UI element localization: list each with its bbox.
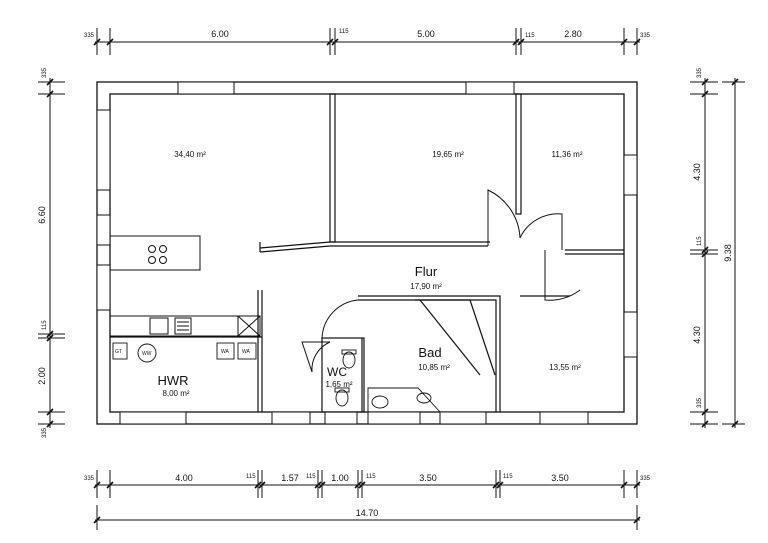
dim-bottom-0: 335 xyxy=(84,476,95,482)
dim-right-4: 335 xyxy=(697,397,703,408)
dim-bottom-5: 1.00 xyxy=(331,473,349,483)
dimension-text-bottom: 335 4.00 115 1.57 115 1.00 115 3.50 115 … xyxy=(84,473,651,518)
dimension-text-left: 335 6.60 115 2.00 335 xyxy=(37,67,48,438)
dim-bottom-3: 1.57 xyxy=(281,473,299,483)
fixture-label-gt: GT xyxy=(115,349,122,355)
kitchen xyxy=(109,235,261,337)
dimension-line-top xyxy=(93,28,641,55)
room-area-bad: 10,85 m² xyxy=(418,363,450,372)
interior-walls xyxy=(110,93,624,413)
dim-bottom-1: 4.00 xyxy=(175,473,193,483)
room-name-hwr: HWR xyxy=(157,373,188,388)
room-name-flur: Flur xyxy=(415,264,438,279)
dim-left-2: 115 xyxy=(42,320,48,330)
dim-bottom-10: 335 xyxy=(640,476,651,482)
hwr-appliances xyxy=(112,342,257,363)
dimension-line-bottom xyxy=(93,470,641,530)
windows xyxy=(96,81,638,425)
dim-top-6: 335 xyxy=(640,33,651,39)
fixture-label-wa-1: WA xyxy=(221,349,230,355)
dim-bottom-7: 3.50 xyxy=(419,473,437,483)
dim-left-4: 335 xyxy=(42,427,48,438)
dim-left-1: 6.60 xyxy=(37,206,47,224)
room-area-living: 34,40 m² xyxy=(174,150,206,159)
room-name-bad: Bad xyxy=(418,345,441,360)
dim-left-3: 2.00 xyxy=(37,367,47,385)
dim-bottom-6: 115 xyxy=(366,474,376,480)
dim-top-0: 335 xyxy=(84,33,95,39)
dim-total-height: 9.38 xyxy=(723,244,733,262)
fixture-label-ww: WW xyxy=(142,351,152,357)
sanitary-fixtures xyxy=(334,349,442,413)
fixture-label-wa-2: WA xyxy=(242,349,251,355)
hwr-appliance-labels: GT WW WA WA xyxy=(115,349,251,357)
room-area-flur: 17,90 m² xyxy=(410,282,442,291)
dim-total-width: 14.70 xyxy=(356,508,379,518)
dim-bottom-8: 115 xyxy=(503,474,513,480)
dim-right-2: 115 xyxy=(697,236,703,246)
dimension-line-right xyxy=(690,78,745,428)
room-area-top-mid: 19,65 m² xyxy=(432,150,464,159)
dimension-line-left xyxy=(38,78,65,428)
dim-top-2: 115 xyxy=(339,29,349,35)
dim-left-0: 335 xyxy=(42,67,48,78)
dim-bottom-2: 115 xyxy=(246,474,256,480)
dim-bottom-4: 115 xyxy=(306,474,316,480)
door-swings xyxy=(301,189,581,373)
dim-right-3: 4.30 xyxy=(692,326,702,344)
dimension-text-top: 335 6.00 115 5.00 115 2.80 335 xyxy=(84,29,651,39)
dim-top-4: 115 xyxy=(525,33,535,39)
dim-right-0: 335 xyxy=(697,67,703,78)
room-area-hwr: 8,00 m² xyxy=(162,389,189,398)
room-labels: 34,40 m² 19,65 m² 11,36 m² Flur 17,90 m²… xyxy=(157,150,582,398)
dim-top-5: 2.80 xyxy=(564,29,582,39)
dim-bottom-9: 3.50 xyxy=(551,473,569,483)
dimension-text-right: 335 4.30 115 4.30 335 9.38 xyxy=(692,67,733,408)
room-name-wc: WC xyxy=(327,365,347,379)
room-area-top-right: 11,36 m² xyxy=(552,150,583,159)
room-area-wc: 1,65 m² xyxy=(325,380,352,389)
room-area-bottom-right: 13,55 m² xyxy=(549,363,581,372)
dim-top-3: 5.00 xyxy=(417,29,435,39)
dim-right-1: 4.30 xyxy=(692,163,702,181)
dim-top-1: 6.00 xyxy=(211,29,229,39)
